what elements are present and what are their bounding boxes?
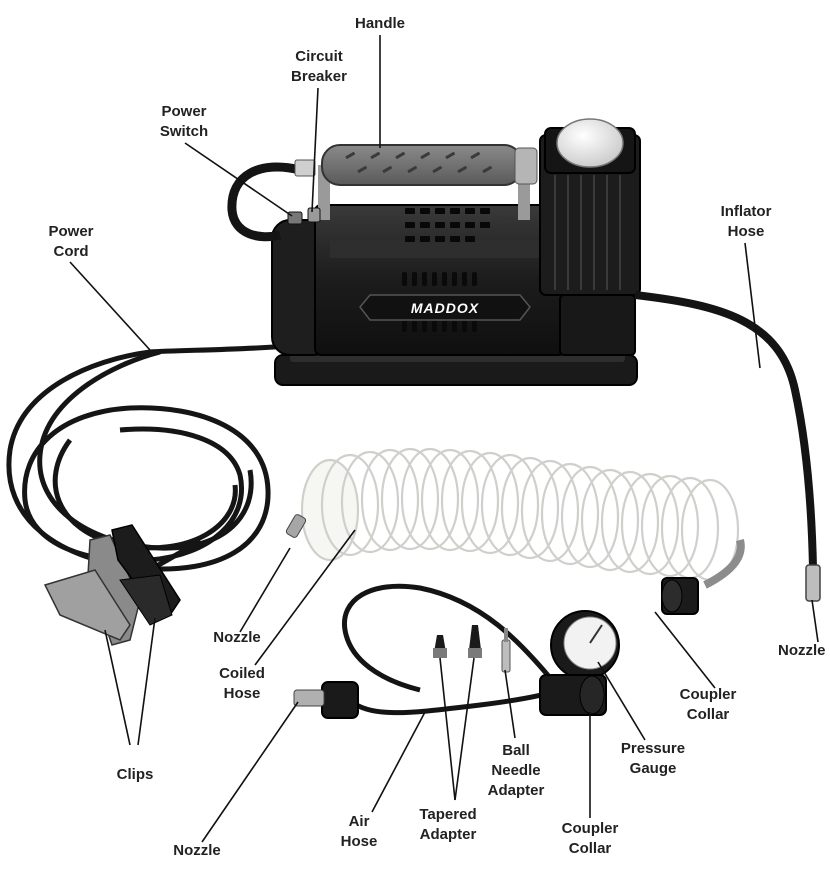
label-handle: Handle bbox=[354, 15, 405, 32]
clips bbox=[43, 524, 181, 646]
label-coupler-collar-lower: Coupler Collar bbox=[561, 820, 619, 857]
label-nozzle-bottom: Nozzle bbox=[173, 842, 221, 859]
inflator-hose bbox=[634, 291, 817, 569]
handle-grip bbox=[321, 144, 523, 186]
label-power-switch: Power Switch bbox=[159, 103, 209, 140]
coiled-hose bbox=[300, 447, 740, 582]
label-inflator-hose: Inflator Hose bbox=[720, 203, 772, 240]
label-coiled-hose: Coiled Hose bbox=[219, 665, 265, 702]
compressor-unit: MADDOX bbox=[227, 118, 641, 386]
brand-logo: MADDOX bbox=[411, 300, 480, 316]
label-tapered-adapter: Tapered Adapter bbox=[419, 806, 477, 843]
coupler-collar-lower bbox=[539, 674, 607, 716]
circuit-breaker bbox=[307, 207, 321, 223]
coiled-hose-nozzle bbox=[285, 514, 307, 538]
label-nozzle-coiled: Nozzle bbox=[213, 629, 261, 646]
grip-texture bbox=[345, 152, 492, 173]
label-clips: Clips bbox=[116, 766, 154, 783]
top-vents bbox=[405, 208, 490, 242]
tapered-adapter bbox=[433, 625, 482, 658]
air-hose bbox=[341, 583, 562, 716]
label-ball-needle-adapter: Ball Needle Adapter bbox=[487, 742, 545, 799]
label-coupler-collar-upper: Coupler Collar bbox=[679, 686, 737, 723]
inflator-nozzle bbox=[805, 564, 821, 602]
side-vents bbox=[402, 272, 477, 332]
label-power-cord: Power Cord bbox=[48, 223, 94, 260]
leader-lines bbox=[69, 35, 819, 843]
pressure-gauge bbox=[550, 610, 620, 680]
label-circuit-breaker: Circuit Breaker bbox=[291, 48, 347, 85]
label-pressure-gauge: Pressure Gauge bbox=[620, 740, 686, 777]
label-air-hose: Air Hose bbox=[340, 813, 378, 850]
coupler-collar-upper bbox=[661, 577, 699, 615]
cylinder-cap bbox=[556, 118, 624, 168]
air-hose-nozzle bbox=[293, 681, 359, 719]
label-nozzle-right: Nozzle bbox=[778, 642, 826, 659]
cooling-fins bbox=[554, 175, 621, 290]
